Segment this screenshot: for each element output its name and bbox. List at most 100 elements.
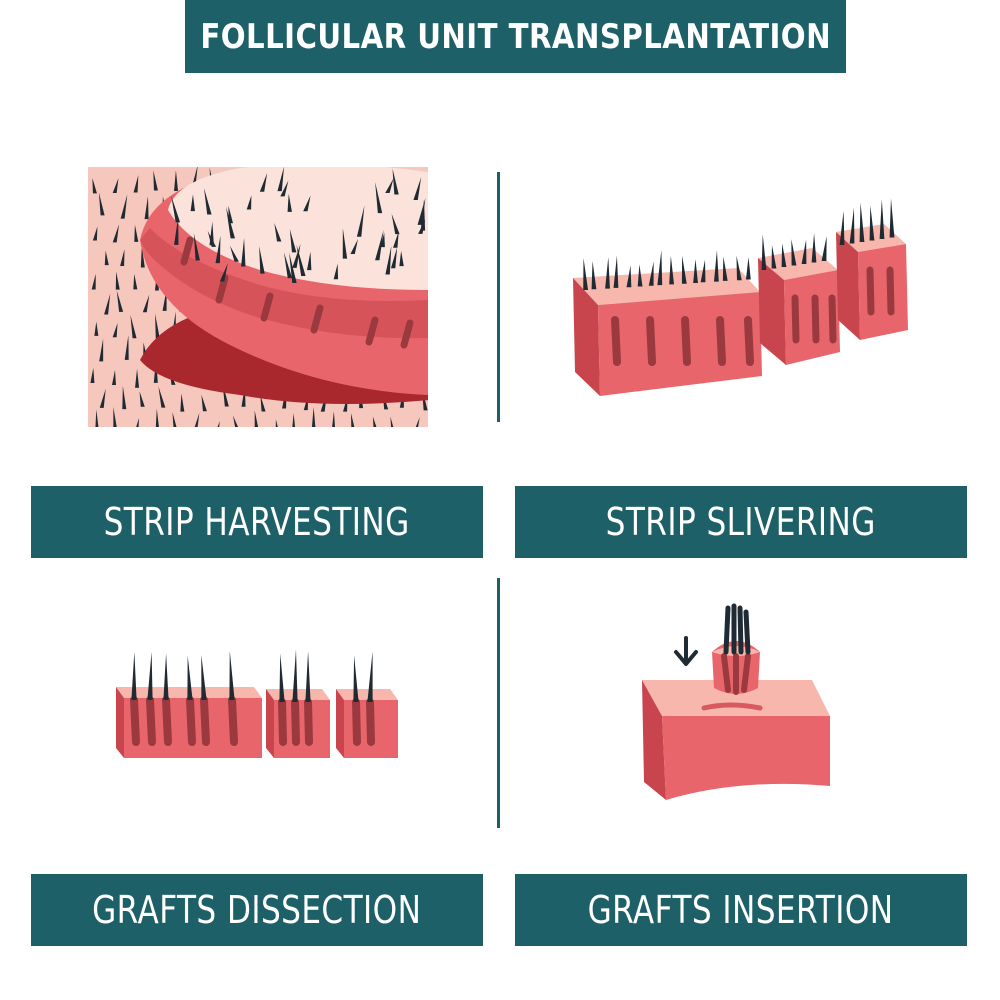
hair-strand — [147, 651, 153, 700]
hair-strand — [95, 409, 99, 427]
hair-strand — [839, 210, 845, 245]
hair-strand — [113, 407, 117, 427]
hair-strand — [382, 391, 389, 410]
hair-strand — [246, 195, 252, 210]
hair-strand — [681, 255, 687, 284]
hair-strand — [415, 417, 420, 427]
hair-strand — [311, 407, 316, 427]
hair-strand — [781, 243, 787, 267]
hair-strand — [761, 234, 767, 270]
middle-sliver — [758, 248, 840, 365]
hair-strand — [104, 293, 111, 315]
hair-strand — [120, 249, 125, 266]
hair-follicle — [744, 316, 754, 366]
hair-strand — [241, 237, 246, 267]
hair-strand — [342, 228, 348, 259]
hair-strand — [91, 273, 96, 290]
hair-strand — [174, 170, 179, 191]
hair-strand — [116, 290, 124, 312]
recipient-scalp-block — [642, 680, 830, 800]
hair-follicle — [130, 696, 140, 746]
hair-strand — [283, 252, 293, 279]
hair-strand — [92, 226, 98, 241]
hair-follicle — [681, 316, 691, 366]
hair-strand — [292, 243, 301, 268]
hair-strand — [229, 245, 239, 262]
hair-strand — [259, 246, 265, 274]
hair-strand — [811, 233, 817, 263]
hair-strand — [375, 229, 384, 261]
hair-strand — [305, 651, 311, 702]
hair-strand — [193, 233, 200, 261]
hair-follicle — [611, 316, 621, 366]
hair-strand — [274, 222, 282, 242]
hair-strand — [187, 655, 193, 700]
hair-strand — [229, 650, 235, 700]
hair-strand — [390, 416, 394, 427]
hair-strand — [162, 288, 167, 311]
hair-strand — [350, 238, 359, 255]
strip-follicles — [180, 236, 414, 349]
hair-strand — [254, 410, 259, 427]
hair-strand — [142, 294, 150, 313]
hair-strand — [144, 196, 149, 220]
hair-strand — [390, 247, 398, 269]
hair-strand — [869, 205, 875, 241]
hair-strand — [391, 213, 400, 235]
hair-strand — [120, 194, 128, 219]
hair-strand — [399, 250, 404, 267]
hair-strand — [393, 231, 399, 248]
hair-strand — [115, 271, 120, 290]
hair-strand — [372, 416, 377, 427]
hair-strand — [201, 394, 207, 412]
hair-strand — [136, 418, 140, 427]
hair-follicle — [215, 274, 229, 304]
hair-strand — [306, 251, 312, 271]
hair-strand — [155, 408, 159, 427]
hair-strand — [92, 177, 97, 194]
hair-strand — [112, 224, 120, 243]
hair-strand — [275, 419, 278, 427]
hair-strand — [259, 173, 268, 192]
hair-strand — [771, 244, 777, 269]
hair-strand — [385, 178, 394, 193]
hair-strand — [201, 654, 207, 700]
hair-strand — [124, 335, 129, 360]
hair-strand — [626, 265, 632, 288]
hair-strand — [605, 257, 610, 289]
strip-slivering-illustration — [573, 198, 908, 396]
hair-strand — [332, 411, 336, 427]
hair-strand — [135, 368, 140, 388]
hair-strand — [112, 323, 118, 338]
hair-strand — [204, 188, 212, 215]
hair-strand — [333, 263, 339, 280]
hair-strand — [418, 219, 426, 234]
hair-strand — [94, 321, 99, 336]
hair-strand — [385, 245, 392, 275]
hair-strand — [172, 412, 177, 427]
hair-strand — [217, 421, 220, 427]
hair-strand — [207, 230, 217, 247]
hair-strand — [219, 263, 228, 282]
hair-strand — [112, 178, 119, 194]
hair-strand — [180, 393, 185, 412]
hair-strand — [591, 261, 597, 290]
hair-strand — [648, 261, 654, 286]
hair-follicle — [162, 696, 172, 746]
hair-strand — [228, 205, 234, 224]
large-sliver — [573, 268, 762, 396]
hair-strand — [133, 175, 139, 193]
hair-follicle — [186, 696, 196, 746]
hair-strand — [392, 168, 399, 195]
hair-strand — [222, 382, 229, 407]
hair-follicle — [366, 698, 375, 746]
hair-strand — [700, 259, 706, 283]
hair-follicle — [866, 266, 875, 316]
hair-strand — [130, 315, 137, 339]
hair-strand — [111, 370, 116, 386]
hair-strand — [163, 653, 169, 700]
label-text: STRIP HARVESTING — [103, 500, 411, 544]
hair-strand — [287, 193, 292, 212]
hair-follicle — [228, 696, 238, 746]
hair-follicle — [180, 236, 194, 266]
